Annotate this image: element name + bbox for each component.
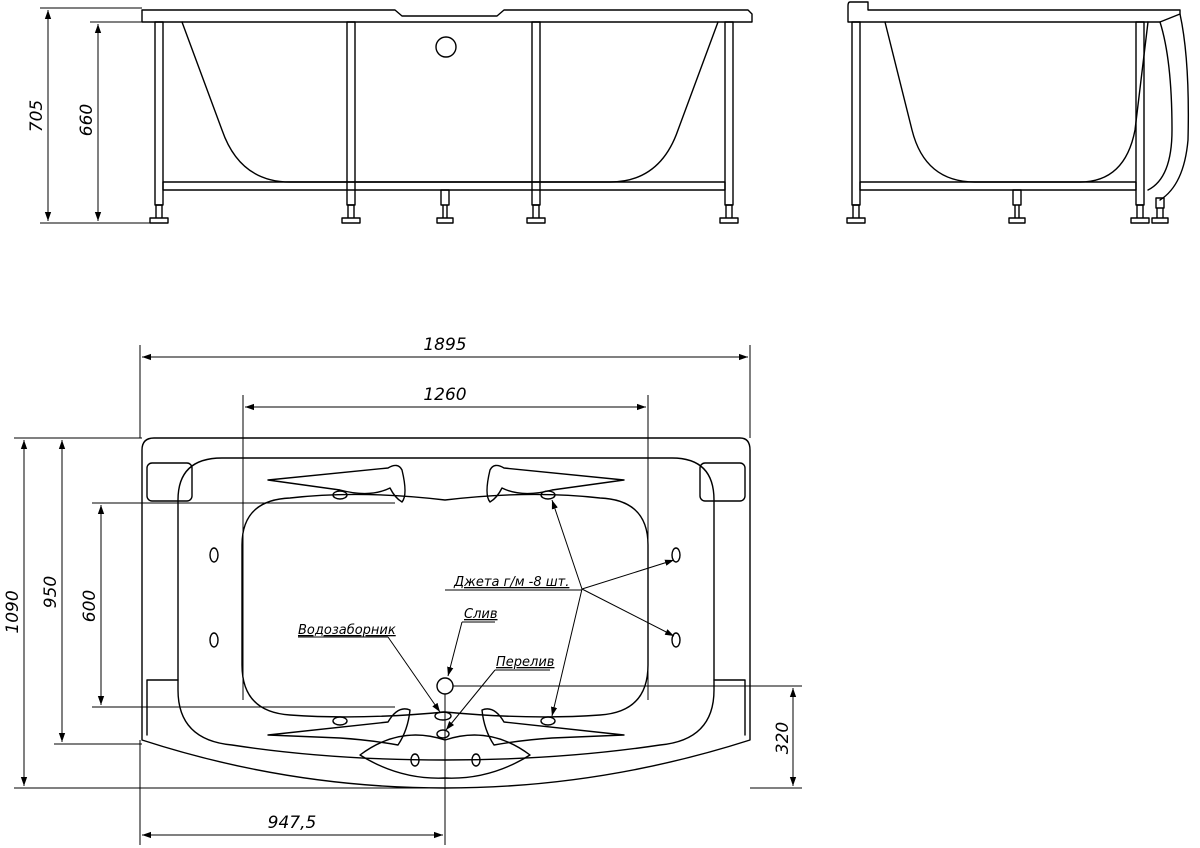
front-legs	[154, 21, 734, 206]
label-overflow: Перелив	[496, 655, 554, 670]
dim-half-length: 947,5	[268, 813, 317, 833]
jets	[209, 490, 681, 767]
label-intake: Водозаборник	[298, 623, 396, 638]
dim-total-height: 705	[27, 100, 47, 132]
drain	[436, 677, 454, 695]
label-jets: Джета г/м -8 шт.	[453, 575, 569, 590]
water-intake	[434, 711, 452, 721]
leader-lines	[298, 499, 675, 731]
overflow	[436, 729, 450, 739]
dim-inner-length: 1260	[423, 385, 466, 405]
dim-drain-offset: 320	[773, 722, 793, 754]
top-view: Джета г/м -8 шт. Слив Водозаборник Перел…	[3, 335, 802, 845]
top-vertical-dims: 1090 950 600 320	[3, 437, 802, 789]
dim-body-height: 660	[77, 104, 97, 136]
side-view	[846, 1, 1190, 224]
front-view: 705 660	[27, 7, 753, 224]
dim-inner-width: 600	[80, 590, 100, 622]
dim-total-length: 1895	[423, 335, 466, 355]
dim-width-950: 950	[41, 576, 61, 608]
front-feet	[149, 189, 739, 224]
front-height-dims: 705 660	[27, 7, 155, 224]
dim-total-width: 1090	[3, 590, 23, 633]
label-drain: Слив	[464, 607, 498, 622]
top-horizontal-dims: 1895 1260 947,5	[139, 335, 751, 845]
